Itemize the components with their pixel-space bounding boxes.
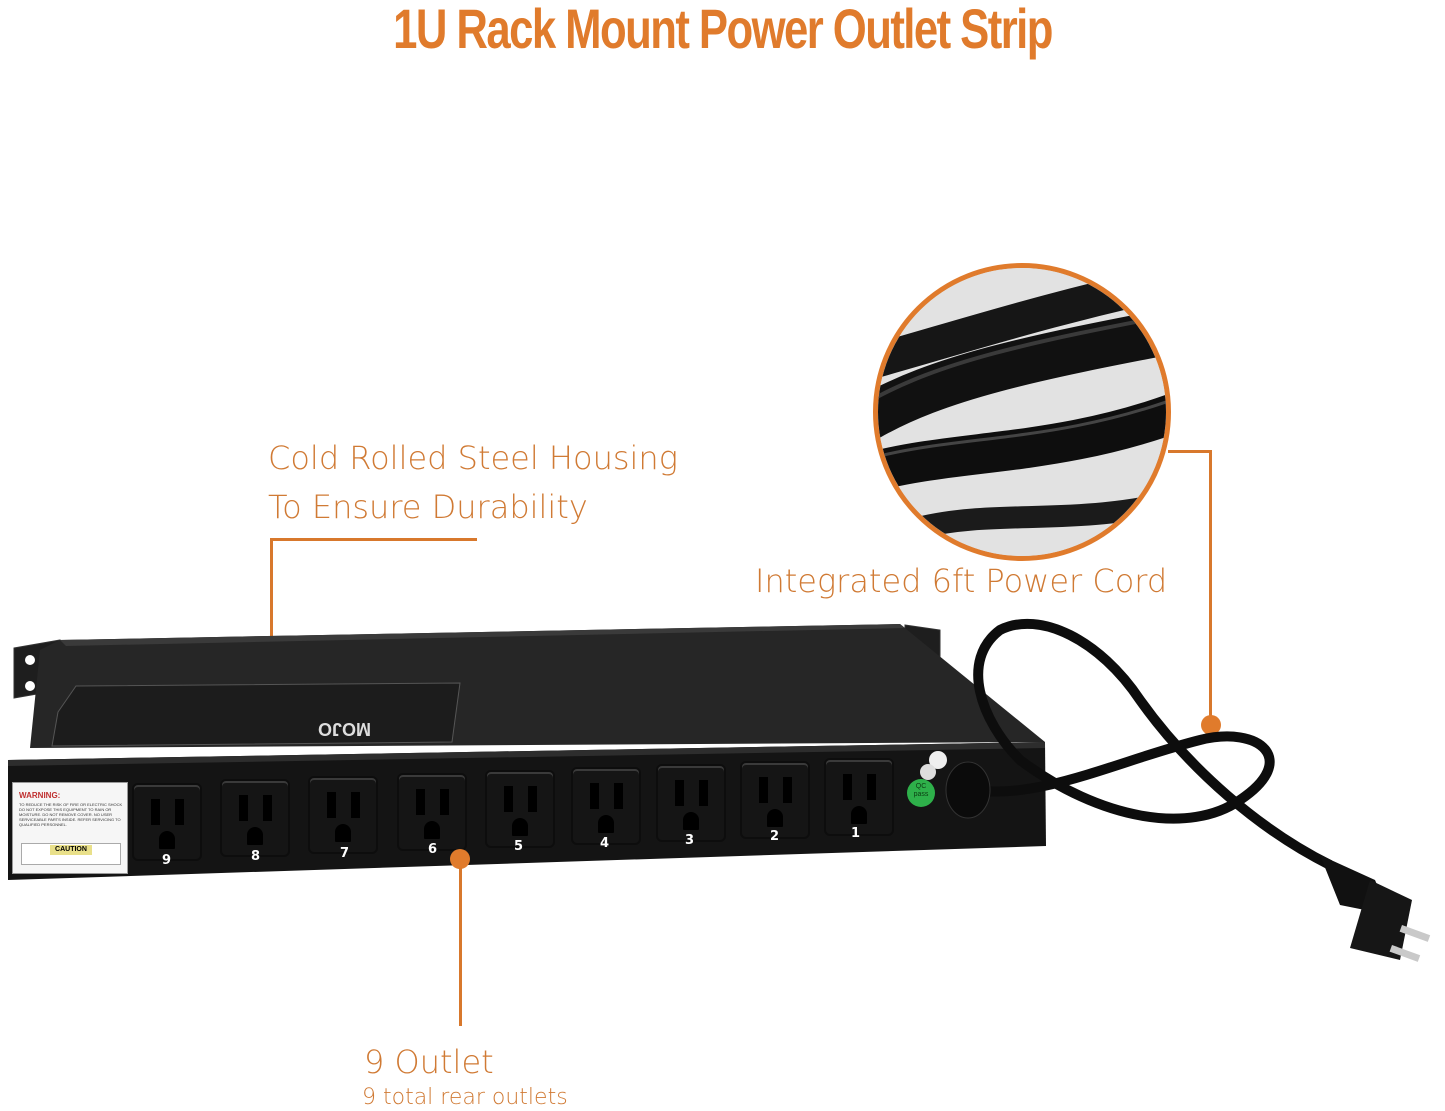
outlet-number-7: 7 [340, 846, 350, 861]
qc-badge-line2: pass [913, 791, 929, 798]
outlet-4 [573, 769, 639, 843]
warning-label: WARNING: TO REDUCE THE RISK OF FIRE OR E… [12, 782, 128, 874]
callout-housing-leader-h [270, 538, 477, 541]
outlet-6 [399, 775, 465, 849]
outlet-number-9: 9 [162, 853, 172, 868]
cord-closeup-circle [873, 263, 1171, 561]
callout-outlets-leader [459, 868, 462, 1026]
callout-cord-leader-v [1209, 450, 1212, 720]
outlet-number-3: 3 [685, 833, 695, 848]
outlet-1 [826, 760, 892, 834]
outlet-number-5: 5 [514, 839, 524, 854]
outlet-number-4: 4 [600, 836, 610, 851]
outlet-number-2: 2 [770, 829, 780, 844]
callout-housing-line1: Cold Rolled Steel Housing [268, 439, 678, 477]
warning-title: WARNING: [19, 791, 61, 800]
callout-outlets-title: 9 Outlet [364, 1043, 494, 1081]
outlet-number-6: 6 [428, 842, 438, 857]
callout-cord: Integrated 6ft Power Cord [755, 562, 1168, 600]
outlet-number-8: 8 [251, 849, 261, 864]
callout-cord-leader-h [1168, 450, 1212, 453]
power-cord-closeup-image [878, 268, 1166, 556]
outlet-7 [310, 778, 376, 852]
callout-cord-dot [1201, 715, 1221, 735]
brand-label: MOJO [318, 719, 372, 739]
qc-badge-line1: QC [915, 783, 927, 790]
callout-outlets-subtitle: 9 total rear outlets [362, 1085, 568, 1110]
page-title: 1U Rack Mount Power Outlet Strip [393, 0, 1053, 60]
outlet-5 [487, 772, 553, 846]
callout-outlets-dot [450, 849, 470, 869]
outlet-3 [658, 766, 724, 840]
outlet-8 [222, 781, 288, 855]
callout-housing: Cold Rolled Steel Housing To Ensure Dura… [268, 434, 678, 532]
callout-housing-leader-v [270, 538, 273, 652]
warning-text: TO REDUCE THE RISK OF FIRE OR ELECTRIC S… [19, 802, 123, 827]
qc-badge: QC pass [907, 783, 935, 799]
outlet-number-1: 1 [851, 826, 861, 841]
callout-housing-line2: To Ensure Durability [268, 488, 588, 526]
caution-text: CAUTION [50, 845, 92, 855]
outlet-9 [134, 785, 200, 859]
caution-box: CAUTION [21, 843, 121, 865]
outlet-2 [742, 763, 808, 837]
